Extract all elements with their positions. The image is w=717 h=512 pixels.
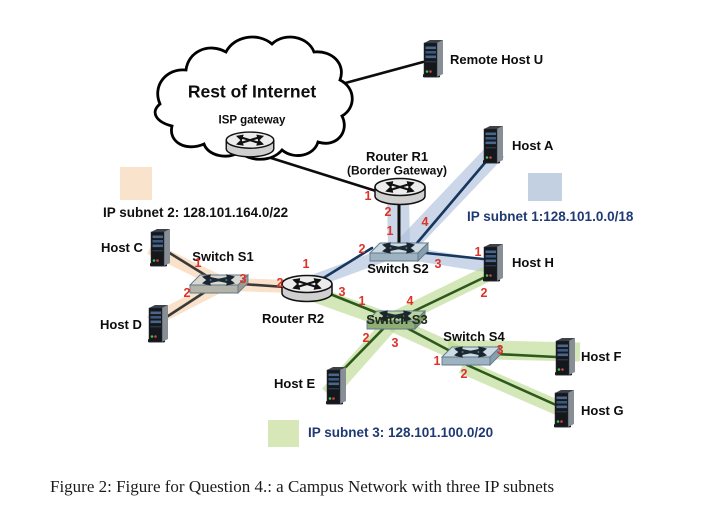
host-d-icon (147, 304, 169, 343)
port-s2-2: 2 (358, 242, 366, 256)
isp-gateway-label: ISP gateway (218, 114, 286, 127)
host-e-icon (325, 366, 347, 405)
router-r2-label: Router R2 (261, 310, 325, 326)
switch-s4-label: Switch S4 (443, 328, 505, 344)
link-hostc-s1 (166, 250, 212, 280)
switch-s3-label: Switch S3 (366, 311, 428, 327)
host-f-label: Host F (581, 348, 622, 364)
subnet2-label: IP subnet 2: 128.101.164.0/22 (103, 205, 289, 220)
port-s3-2: 2 (362, 331, 370, 345)
port-hosth-2: 2 (480, 286, 488, 300)
link-s2-r2 (315, 246, 374, 284)
host-g-icon (553, 389, 575, 428)
remote-host-u-icon (422, 39, 444, 78)
link-s3-s4 (403, 325, 454, 354)
port-r2-2: 2 (276, 276, 284, 290)
host-h-icon (482, 243, 504, 282)
port-s3-3: 3 (391, 336, 399, 350)
link-s2-hosta (415, 156, 491, 245)
link-s1-r2 (240, 282, 287, 289)
link-internet-remotehostu (336, 60, 425, 87)
port-s2-1: 1 (386, 224, 394, 238)
link-ispgateway-r1 (250, 150, 378, 193)
internet-cloud-title: Rest of Internet (187, 81, 317, 102)
port-s2-3: 3 (434, 257, 442, 271)
subnet3-color-swatch (268, 420, 299, 447)
link-s4-hostg (465, 363, 558, 407)
link-r2-s3 (328, 292, 382, 316)
link-s2-hosth (424, 251, 485, 261)
port-hosth-1: 1 (474, 245, 482, 259)
port-s1-3: 3 (239, 272, 247, 286)
link-s4-hostf (494, 352, 558, 359)
subnet2-color-swatch (120, 167, 152, 200)
port-s3-1: 1 (358, 294, 366, 308)
port-s4-3: 3 (496, 343, 504, 357)
port-s4-2: 2 (460, 367, 468, 381)
router-r1-subtitle: (Border Gateway) (346, 163, 448, 178)
switch-s2-icon (370, 243, 428, 261)
port-r2-1: 1 (302, 257, 310, 271)
port-r1-1: 1 (364, 189, 372, 203)
subnet1-color-swatch (528, 173, 562, 201)
host-d-label: Host D (100, 316, 142, 332)
host-h-label: Host H (512, 254, 554, 270)
link-hostd-s1 (163, 288, 210, 320)
router-r1-icon (375, 179, 425, 205)
isp-gateway-router-icon (226, 132, 274, 157)
subnet3-label: IP subnet 3: 128.101.100.0/20 (308, 425, 494, 440)
host-a-label: Host A (512, 137, 554, 153)
figure-caption: Figure 2: Figure for Question 4.: a Camp… (50, 477, 555, 496)
network-diagram (147, 35, 581, 428)
host-e-label: Host E (274, 375, 316, 391)
router-r1-label: Router R1 (365, 148, 429, 164)
switch-s1-label: Switch S1 (192, 248, 254, 264)
port-r2-3: 3 (338, 285, 346, 299)
port-r1-2: 2 (384, 205, 392, 219)
host-f-icon (554, 337, 576, 376)
port-s1-1: 1 (194, 256, 202, 270)
host-c-label: Host C (101, 239, 143, 255)
remote-host-u-label: Remote Host U (450, 51, 544, 67)
host-c-icon (149, 228, 171, 267)
host-a-icon (482, 125, 504, 164)
switch-s4-icon (442, 347, 500, 365)
host-g-label: Host G (581, 402, 624, 418)
port-s1-2: 2 (183, 286, 191, 300)
network-links (163, 60, 558, 407)
router-r2-icon (282, 276, 332, 302)
port-s3-4: 4 (406, 294, 414, 308)
internet-cloud (153, 35, 354, 161)
switch-s2-label: Switch S2 (367, 260, 429, 276)
subnet1-label: IP subnet 1:128.101.0.0/18 (467, 209, 634, 224)
link-s3-hoste (338, 326, 386, 375)
port-s4-1: 1 (433, 354, 441, 368)
port-s2-4: 4 (421, 215, 429, 229)
link-s3-hosth (408, 276, 485, 315)
